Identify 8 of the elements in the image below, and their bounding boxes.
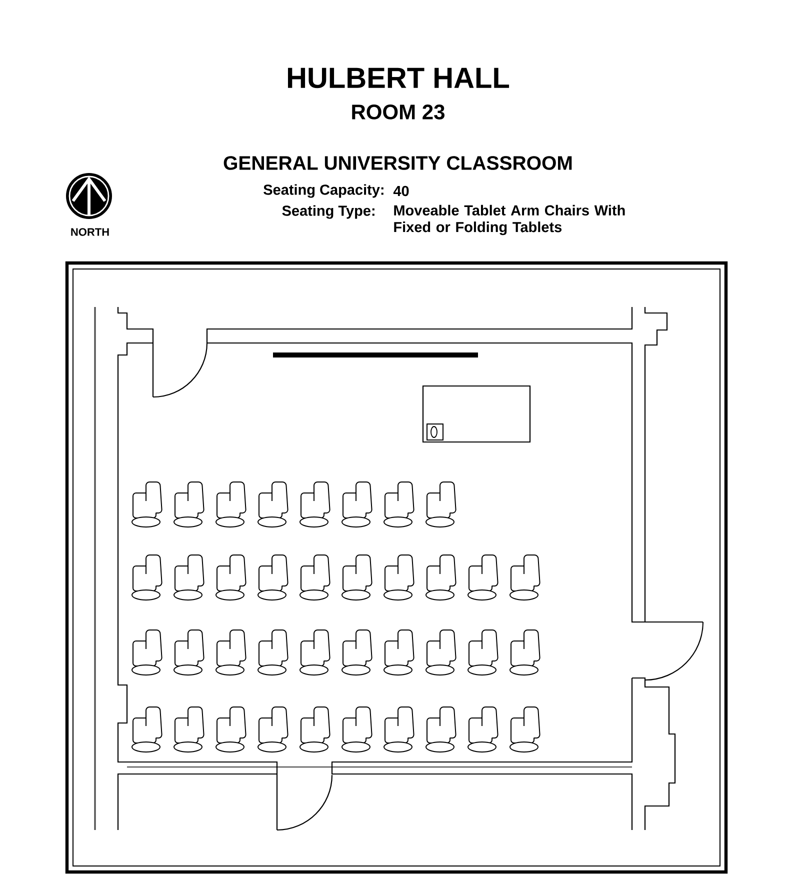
subtitle: GENERAL UNIVERSITY CLASSROOM: [224, 156, 572, 170]
room-number: ROOM 23: [352, 104, 444, 120]
north-label: NORTH: [71, 228, 109, 236]
field-label: Seating Type:: [282, 205, 374, 219]
field-value: Moveable Tablet Arm Chairs With Fixed or Folding Tablets: [394, 204, 625, 236]
title: HULBERT HALL: [288, 68, 510, 88]
field-value: 40: [393, 186, 409, 196]
field-label: Seating Capacity:: [264, 184, 384, 198]
